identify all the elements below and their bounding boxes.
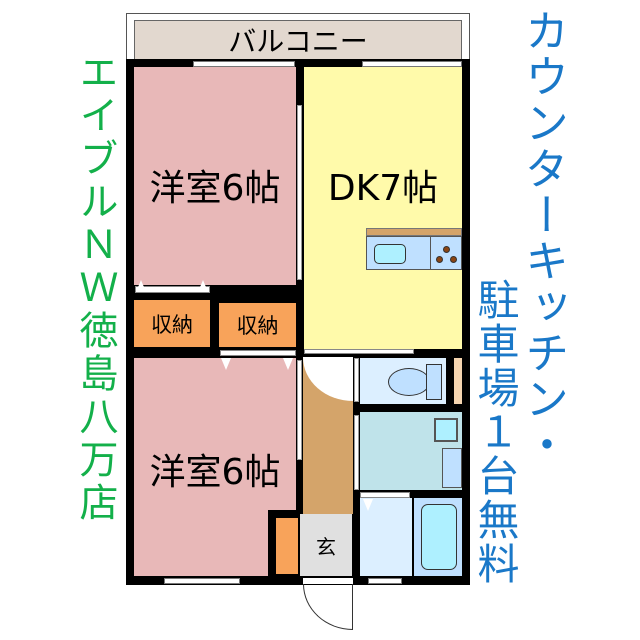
storage-right bbox=[219, 303, 296, 347]
agency-name-text: エイブルＮＷ徳島八万店 bbox=[73, 52, 118, 525]
toilet-seat-icon bbox=[388, 368, 430, 396]
door-marker-icon bbox=[283, 358, 293, 370]
western-room-top-label: 洋室6帖 bbox=[149, 168, 281, 209]
stove-burner-icon bbox=[436, 256, 443, 263]
dressing-room bbox=[360, 498, 412, 576]
toilet-tank-icon bbox=[426, 364, 442, 400]
window-top-right bbox=[362, 61, 462, 67]
western-room-top bbox=[134, 67, 296, 285]
window-top-left bbox=[193, 61, 295, 67]
shoe-storage bbox=[276, 518, 298, 574]
door-marker-icon bbox=[198, 280, 208, 292]
dining-kitchen-label: DK7帖 bbox=[327, 168, 439, 209]
washbasin-icon bbox=[434, 418, 458, 442]
dk-door-frame bbox=[304, 349, 414, 354]
counter-divider bbox=[430, 236, 431, 270]
door-marker-icon bbox=[136, 280, 146, 292]
door-marker-icon bbox=[363, 499, 373, 511]
closet-door-right[interactable] bbox=[220, 350, 296, 356]
window-bottom-right bbox=[368, 578, 402, 584]
western-room-bottom-label: 洋室6帖 bbox=[149, 452, 281, 493]
window-bottom-left bbox=[164, 578, 240, 584]
sliding-door-dk[interactable] bbox=[297, 105, 302, 280]
balcony-label: バルコニー bbox=[228, 25, 368, 58]
counter-kitchen-text: カウンターキッチン・ bbox=[517, 8, 568, 468]
parking-text: 駐車場１台無料 bbox=[471, 278, 520, 586]
entrance-door[interactable] bbox=[303, 578, 353, 584]
sink-icon bbox=[374, 244, 406, 264]
storage-right-label: 収納 bbox=[236, 314, 279, 338]
toilet-door[interactable] bbox=[354, 358, 359, 402]
storage-left bbox=[134, 300, 210, 347]
entrance-label: 玄 bbox=[316, 534, 336, 559]
kitchen-counter-top bbox=[366, 228, 462, 236]
washroom-door[interactable] bbox=[354, 415, 359, 490]
stove-burner-icon bbox=[443, 246, 450, 253]
sliding-door-hall[interactable] bbox=[297, 360, 302, 460]
dining-kitchen bbox=[304, 67, 462, 349]
storage-left-label: 収納 bbox=[151, 312, 193, 337]
entrance bbox=[300, 514, 352, 576]
door-marker-icon bbox=[221, 358, 231, 370]
entrance-door-leaf bbox=[352, 584, 353, 630]
window-toilet bbox=[454, 358, 462, 404]
balcony bbox=[134, 20, 462, 60]
entrance-door-swing bbox=[303, 584, 353, 630]
closet-door-left[interactable] bbox=[135, 286, 210, 293]
stove-burner-icon bbox=[450, 256, 457, 263]
bathtub-icon bbox=[421, 504, 457, 570]
washer-icon bbox=[442, 448, 462, 488]
dressing-door[interactable] bbox=[360, 492, 410, 498]
